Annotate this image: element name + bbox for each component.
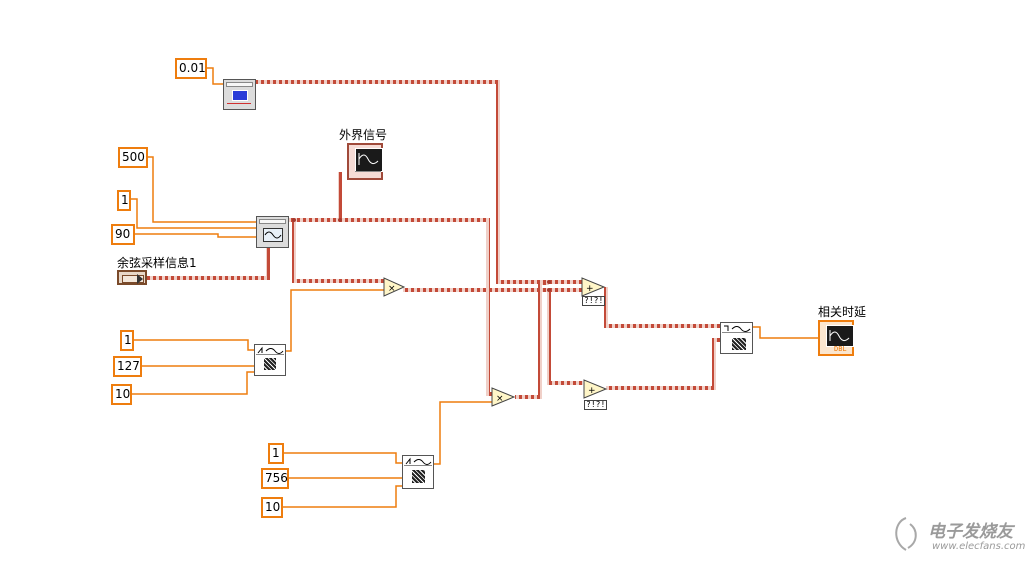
wire-to-mult2[interactable] [288, 218, 492, 396]
wire-dt-out[interactable] [256, 80, 582, 284]
vi-title-bar [259, 219, 286, 224]
noise1-amplitude-constant[interactable]: 1 [120, 330, 134, 351]
phase-constant[interactable]: 90 [111, 224, 135, 245]
wire-mult1-to-add2[interactable] [547, 290, 583, 385]
amplitude-constant[interactable]: 1 [117, 190, 131, 211]
multiply-node-2[interactable]: × [491, 387, 516, 407]
wire-500[interactable] [148, 156, 256, 223]
waveform-icon [232, 90, 248, 101]
wire-dt[interactable] [206, 67, 224, 85]
build-waveform-vi[interactable] [223, 79, 256, 110]
wire-1a[interactable] [130, 198, 256, 229]
wire-junction [547, 280, 551, 284]
noise1-seed-constant[interactable]: 127 [113, 356, 142, 377]
wire-mult2-out[interactable] [515, 281, 549, 399]
wire-90[interactable] [135, 233, 256, 238]
add-symbol: + [586, 284, 594, 294]
cluster-inner [122, 275, 144, 283]
wire-n2-amp[interactable] [284, 452, 402, 464]
noise1-count-constant[interactable]: 10 [111, 384, 132, 405]
wire-n1-n[interactable] [132, 371, 254, 395]
watermark-title: 电子发烧友 [928, 522, 1013, 542]
cosine-generator-vi[interactable] [256, 216, 289, 248]
noise-icon [264, 358, 276, 370]
wire-junction [292, 218, 296, 222]
correlation-delay-label: 相关时延 [818, 305, 867, 319]
wire-n2-n[interactable] [283, 485, 402, 508]
sine-wave-icon [263, 228, 283, 242]
wire-noise1-out[interactable] [286, 289, 384, 352]
dynamic-wires [147, 80, 720, 399]
wire-cluster[interactable] [147, 248, 270, 280]
add-node-2[interactable]: + [583, 379, 608, 399]
noise-generator-vi-1[interactable] [254, 344, 286, 376]
multiply-symbol: × [388, 284, 396, 294]
noise-generator-vi-2[interactable] [402, 455, 434, 489]
watermark-url: www.elecfans.com [932, 541, 1026, 552]
cosine-info-label: 余弦采样信息1 [117, 256, 197, 270]
graph-tail [355, 171, 381, 176]
cosine-info-cluster[interactable] [117, 270, 147, 285]
wire-to-mult1[interactable] [292, 220, 384, 283]
vi-header [256, 346, 284, 355]
noise2-seed-constant[interactable]: 756 [261, 468, 289, 489]
error-terminal: ?!?! [582, 296, 606, 306]
wire-junction [338, 218, 342, 222]
wire-to-external[interactable] [288, 172, 342, 222]
wire-add1-out[interactable] [604, 287, 720, 328]
correlation-vi[interactable] [720, 322, 753, 354]
cluster-arrow-icon [137, 274, 143, 284]
wire-noise2-out[interactable] [434, 401, 492, 465]
noise2-count-constant[interactable]: 10 [261, 497, 283, 518]
vi-header [404, 457, 432, 466]
add-node-1[interactable]: + [581, 277, 606, 297]
multiply-node-1[interactable]: × [383, 277, 406, 297]
vi-header [722, 324, 751, 333]
watermark-logo-icon [886, 514, 926, 554]
graph-icon [355, 148, 383, 172]
wire-result[interactable] [753, 326, 818, 339]
samples-constant[interactable]: 500 [118, 147, 148, 168]
noise2-amplitude-constant[interactable]: 1 [268, 443, 284, 464]
wire-junction [547, 288, 551, 292]
correlation-icon [732, 338, 746, 350]
scalar-wires [130, 67, 818, 508]
dt-constant[interactable]: 0.01 [175, 58, 207, 79]
noise-icon [412, 470, 425, 483]
correlation-delay-indicator[interactable]: DBL [818, 320, 854, 356]
dbl-tag: DBL [834, 345, 847, 353]
wire-n1-amp[interactable] [134, 339, 254, 351]
external-signal-label: 外界信号 [339, 128, 388, 142]
external-signal-indicator[interactable] [347, 143, 383, 180]
vi-title-bar [226, 82, 253, 87]
add-symbol: + [588, 386, 596, 396]
error-terminal: ?!?! [584, 400, 608, 410]
wire-add2-out[interactable] [606, 338, 720, 390]
vi-terminals [227, 103, 251, 107]
graph-icon [826, 325, 854, 347]
multiply-symbol: × [496, 394, 504, 404]
